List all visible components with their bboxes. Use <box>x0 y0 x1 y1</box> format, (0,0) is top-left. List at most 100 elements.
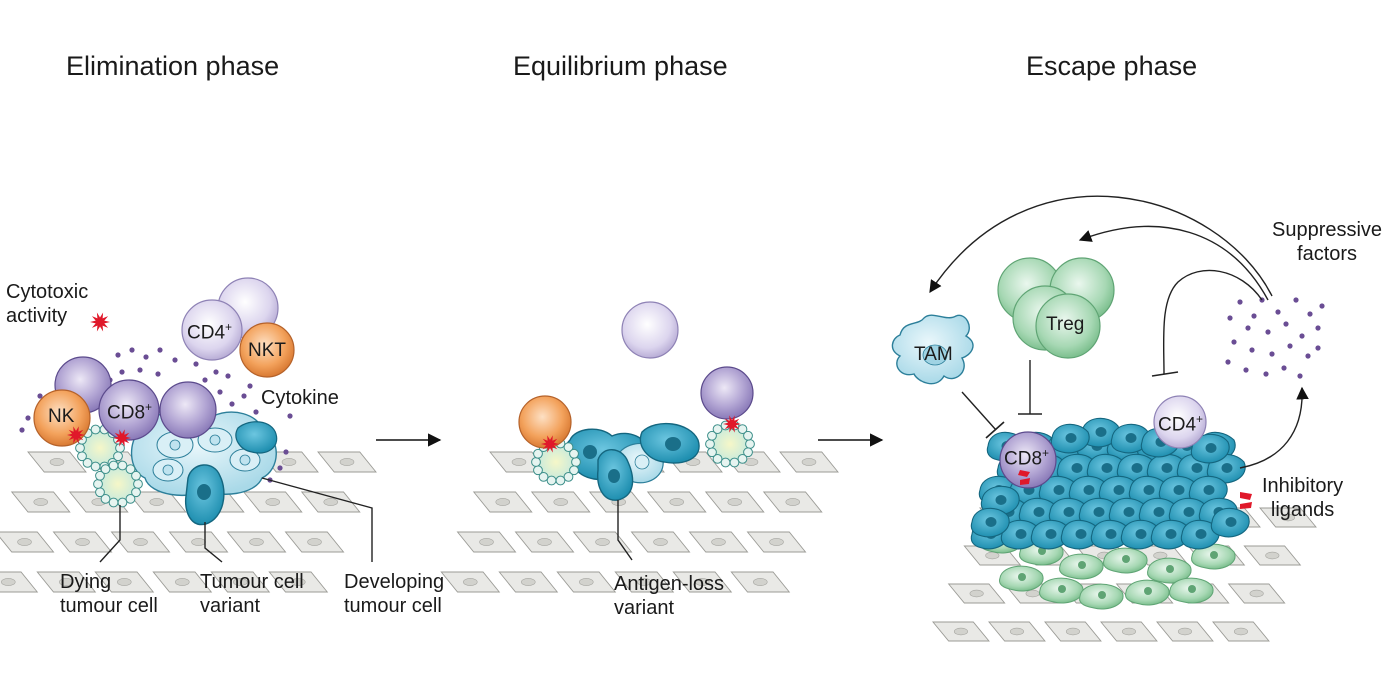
arrow-to-tam <box>929 195 1273 297</box>
cell-label-cd4-escape: CD4+ <box>1158 412 1204 436</box>
tissue-nucleus <box>669 498 685 506</box>
apoptotic-bleb <box>113 451 123 462</box>
cytokine-dot <box>1237 299 1243 305</box>
tumour-nucleus <box>995 495 1007 505</box>
tumour-nucleus <box>1125 433 1137 443</box>
treg-cell <box>1035 293 1101 359</box>
cytotoxic-star-legend <box>90 312 110 332</box>
tissue-nucleus <box>769 538 784 546</box>
cd4-cell-escape <box>1153 395 1207 449</box>
cell-label-treg: Treg <box>1046 314 1085 335</box>
title-elimination-phase: Elimination phase <box>66 51 280 81</box>
stromal-nucleus <box>1122 555 1130 563</box>
tumour-nucleus <box>1045 529 1057 539</box>
apoptotic-bleb <box>108 497 119 508</box>
dying-tumour-cell-2 <box>93 460 143 508</box>
stromal-nucleus <box>1144 587 1152 595</box>
tissue-nucleus <box>553 498 569 506</box>
tissue-nucleus <box>17 538 32 546</box>
red-starburst <box>67 426 85 444</box>
cytokine-dot <box>1307 311 1313 317</box>
apoptotic-bleb <box>571 457 581 467</box>
tissue-nucleus <box>281 458 297 466</box>
stromal-nucleus <box>1098 591 1106 599</box>
apoptotic-bleb <box>95 470 105 481</box>
cytokine-dot <box>25 415 31 421</box>
tissue-nucleus <box>1249 589 1264 598</box>
cytokine-dot <box>172 357 178 363</box>
apoptotic-bleb <box>569 448 579 459</box>
tissue-nucleus <box>785 498 801 506</box>
apoptotic-bleb <box>125 493 136 504</box>
tissue-nucleus <box>1265 551 1280 560</box>
tissue-nucleus <box>1 578 16 586</box>
apoptotic-bleb <box>569 465 579 476</box>
apoptotic-bleb <box>745 439 755 449</box>
apoptotic-bleb <box>555 475 566 486</box>
inhibit-cd4-curve <box>1162 269 1263 375</box>
cytokine-dot <box>1283 321 1289 327</box>
label-inhibitory-ligands: Inhibitory ligands <box>1262 475 1344 521</box>
label-developing-tumour-cell: Developing tumour cell <box>344 571 445 617</box>
tumour-nucleus <box>1173 485 1185 495</box>
tissue-nucleus <box>191 538 206 546</box>
tissue-nucleus <box>33 498 49 506</box>
tumour-nucleus <box>1093 507 1105 517</box>
apoptotic-bleb <box>729 457 740 468</box>
cytokine-dot <box>202 377 208 383</box>
cell-label-cd8: CD8+ <box>107 400 153 424</box>
tissue-nucleus <box>579 578 594 586</box>
tissue-nucleus <box>49 458 65 466</box>
tissue-nucleus <box>175 578 190 586</box>
cytokine-dot <box>1225 359 1231 365</box>
apoptotic-bleb <box>737 424 748 435</box>
cytokine-dot <box>155 371 161 377</box>
tissue-nucleus <box>753 578 768 586</box>
tissue-nucleus <box>695 578 710 586</box>
apoptotic-bleb <box>90 424 101 435</box>
stromal-nucleus <box>1058 585 1066 593</box>
cytotoxic-star-nk <box>67 426 85 444</box>
cd8-cell-escape <box>999 431 1057 489</box>
apoptotic-bleb <box>125 464 136 475</box>
antigen-loss-variant <box>597 449 634 501</box>
cytokine-dot <box>1269 351 1275 357</box>
lilac-cell-equil <box>621 301 679 359</box>
cytokine-dot <box>1243 367 1249 373</box>
apoptotic-bleb <box>131 470 141 481</box>
tumour-nucleus <box>1135 529 1147 539</box>
tissue-nucleus <box>511 458 527 466</box>
label-dying-tumour-cell: Dying tumour cell <box>60 571 158 617</box>
stromal-nucleus <box>1210 551 1218 559</box>
cytokine-dot <box>229 401 235 407</box>
tumour-nucleus <box>1205 443 1217 453</box>
apoptotic-bleb <box>93 479 103 489</box>
tumour-nucleus <box>1113 485 1125 495</box>
label-antigen-loss-variant: Antigen-loss variant <box>614 573 725 619</box>
cytokine-dot <box>1265 329 1271 335</box>
tissue-nucleus <box>117 578 132 586</box>
tissue-nucleus <box>495 498 511 506</box>
apoptotic-bleb <box>77 451 87 462</box>
tissue-nucleus <box>1065 627 1080 636</box>
tissue-nucleus <box>133 538 148 546</box>
cytokine-dot <box>1231 339 1237 345</box>
tissue-nucleus <box>291 578 306 586</box>
red-starburst <box>723 415 741 433</box>
tumour-nucleus <box>1033 507 1045 517</box>
apoptotic-bleb <box>705 439 715 449</box>
cytokine-dot <box>115 352 121 358</box>
tumour-mass <box>970 417 1250 550</box>
nkt-cell <box>239 322 295 378</box>
cytokine-dot <box>287 413 293 419</box>
label-cytokine: Cytokine <box>261 387 339 409</box>
arrow-to-treg <box>1078 225 1269 301</box>
cytokine-dot <box>225 373 231 379</box>
cytotoxic-star-equil-1 <box>541 435 559 453</box>
cd8-cell <box>98 379 160 441</box>
tumour-nucleus <box>1071 463 1083 473</box>
cytokine-dot <box>217 389 223 395</box>
apoptotic-bleb <box>100 464 111 475</box>
apoptotic-bleb <box>546 475 557 486</box>
cytokine-dot <box>247 383 253 389</box>
